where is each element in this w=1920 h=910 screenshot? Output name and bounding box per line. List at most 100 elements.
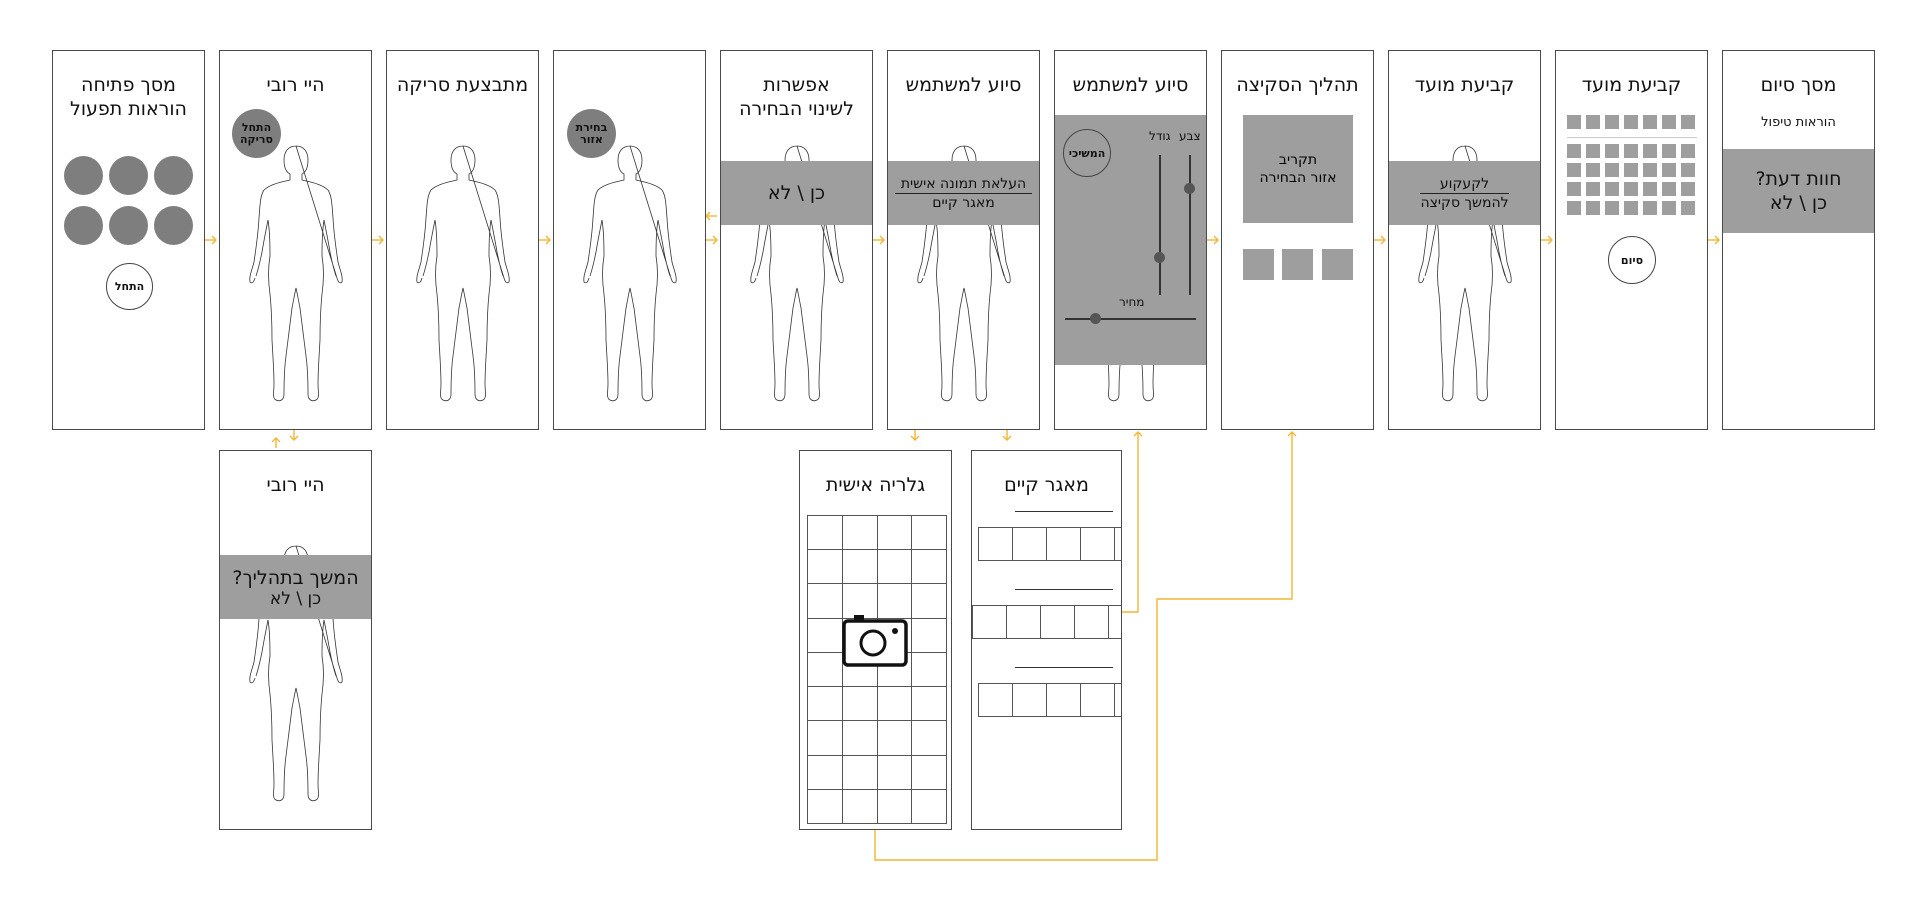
image-strip[interactable] (978, 527, 1121, 561)
calendar-day[interactable] (1681, 144, 1695, 158)
option-dot[interactable] (154, 156, 193, 195)
database-image[interactable] (1046, 683, 1081, 717)
database-image[interactable] (1012, 683, 1047, 717)
upload-photo-option[interactable]: העלאת תמונה אישית (894, 175, 1033, 194)
continue-sketch-option[interactable]: להמשך סקיצה (1420, 194, 1509, 211)
database-image[interactable] (972, 605, 1007, 639)
sketch-thumb[interactable] (1243, 249, 1274, 280)
existing-database-option[interactable]: מאגר קיים (932, 194, 995, 211)
calendar-day[interactable] (1567, 182, 1581, 196)
calendar-day[interactable] (1586, 201, 1600, 215)
database-image[interactable] (1108, 605, 1121, 639)
sketch-thumb[interactable] (1322, 249, 1353, 280)
gallery-cell[interactable] (911, 788, 947, 824)
calendar-day[interactable] (1662, 144, 1676, 158)
calendar-day[interactable] (1643, 115, 1657, 129)
gallery-cell[interactable] (807, 549, 843, 585)
camera-icon[interactable] (840, 609, 910, 669)
database-image[interactable] (1114, 683, 1121, 717)
database-image[interactable] (1040, 605, 1075, 639)
continue-process-band[interactable]: המשך בתהליך? כן \ לא (220, 555, 371, 619)
gallery-cell[interactable] (911, 549, 947, 585)
calendar-day[interactable] (1662, 201, 1676, 215)
feedback-band[interactable]: חוות דעת? כן \ לא (1723, 149, 1874, 233)
calendar-day[interactable] (1605, 163, 1619, 177)
calendar-day[interactable] (1605, 182, 1619, 196)
calendar-day[interactable] (1681, 201, 1695, 215)
calendar-day[interactable] (1586, 182, 1600, 196)
gallery-cell[interactable] (807, 583, 843, 619)
calendar-day[interactable] (1681, 182, 1695, 196)
gallery-cell[interactable] (807, 720, 843, 756)
gallery-cell[interactable] (911, 651, 947, 688)
appointment-type-band[interactable]: לקעקוע להמשך סקיצה (1389, 161, 1540, 225)
calendar-day[interactable] (1624, 182, 1638, 196)
gallery-cell[interactable] (807, 617, 843, 653)
calendar-day[interactable] (1643, 163, 1657, 177)
gallery-cell[interactable] (841, 788, 878, 824)
calendar-day[interactable] (1662, 182, 1676, 196)
size-slider-track[interactable] (1159, 155, 1161, 295)
calendar-day[interactable] (1643, 201, 1657, 215)
tattoo-option[interactable]: לקעקוע (1419, 175, 1510, 194)
size-slider-handle[interactable] (1154, 252, 1165, 263)
gallery-cell[interactable] (876, 788, 913, 824)
calendar-day[interactable] (1662, 163, 1676, 177)
gallery-cell[interactable] (911, 515, 947, 551)
color-slider-track[interactable] (1189, 155, 1191, 295)
gallery-cell[interactable] (876, 515, 913, 551)
gallery-cell[interactable] (911, 617, 947, 653)
calendar-day[interactable] (1662, 115, 1676, 129)
calendar-day[interactable] (1567, 163, 1581, 177)
gallery-cell[interactable] (807, 754, 843, 790)
calendar-day[interactable] (1586, 163, 1600, 177)
database-image[interactable] (1046, 527, 1081, 561)
gallery-cell[interactable] (876, 720, 913, 756)
yes-no-band[interactable]: כן \ לא (721, 161, 872, 225)
option-dot[interactable] (154, 206, 193, 245)
gallery-cell[interactable] (911, 754, 947, 790)
image-strip[interactable] (978, 683, 1121, 717)
calendar-day[interactable] (1624, 201, 1638, 215)
calendar-day[interactable] (1681, 163, 1695, 177)
continue-button[interactable]: המשיכי (1063, 129, 1111, 177)
calendar-day[interactable] (1586, 144, 1600, 158)
gallery-cell[interactable] (911, 583, 947, 619)
calendar-grid[interactable] (1567, 115, 1697, 225)
gallery-cell[interactable] (876, 754, 913, 790)
calendar-day[interactable] (1681, 115, 1695, 129)
database-image[interactable] (1074, 605, 1109, 639)
gallery-cell[interactable] (841, 720, 878, 756)
gallery-cell[interactable] (841, 754, 878, 790)
gallery-cell[interactable] (807, 515, 843, 551)
gallery-cell[interactable] (841, 515, 878, 551)
finish-button[interactable]: סיום (1608, 236, 1656, 284)
calendar-day[interactable] (1624, 163, 1638, 177)
option-dot[interactable] (109, 156, 148, 195)
database-image[interactable] (1006, 605, 1041, 639)
calendar-day[interactable] (1643, 144, 1657, 158)
calendar-day[interactable] (1567, 144, 1581, 158)
gallery-cell[interactable] (911, 686, 947, 722)
calendar-day[interactable] (1643, 182, 1657, 196)
option-dot[interactable] (64, 156, 103, 195)
upload-options-band[interactable]: העלאת תמונה אישית מאגר קיים (888, 161, 1039, 225)
calendar-day[interactable] (1624, 115, 1638, 129)
database-image[interactable] (978, 683, 1013, 717)
gallery-cell[interactable] (841, 686, 878, 722)
database-image[interactable] (978, 527, 1013, 561)
gallery-cell[interactable] (807, 651, 843, 688)
database-image[interactable] (1080, 683, 1115, 717)
database-image[interactable] (1114, 527, 1121, 561)
option-dot[interactable] (64, 206, 103, 245)
calendar-day[interactable] (1567, 201, 1581, 215)
database-image[interactable] (1080, 527, 1115, 561)
gallery-grid[interactable] (807, 515, 947, 824)
image-strip[interactable] (972, 605, 1121, 639)
gallery-cell[interactable] (876, 549, 913, 585)
sketch-thumb[interactable] (1282, 249, 1313, 280)
color-slider-handle[interactable] (1184, 183, 1195, 194)
price-slider-handle[interactable] (1090, 313, 1101, 324)
